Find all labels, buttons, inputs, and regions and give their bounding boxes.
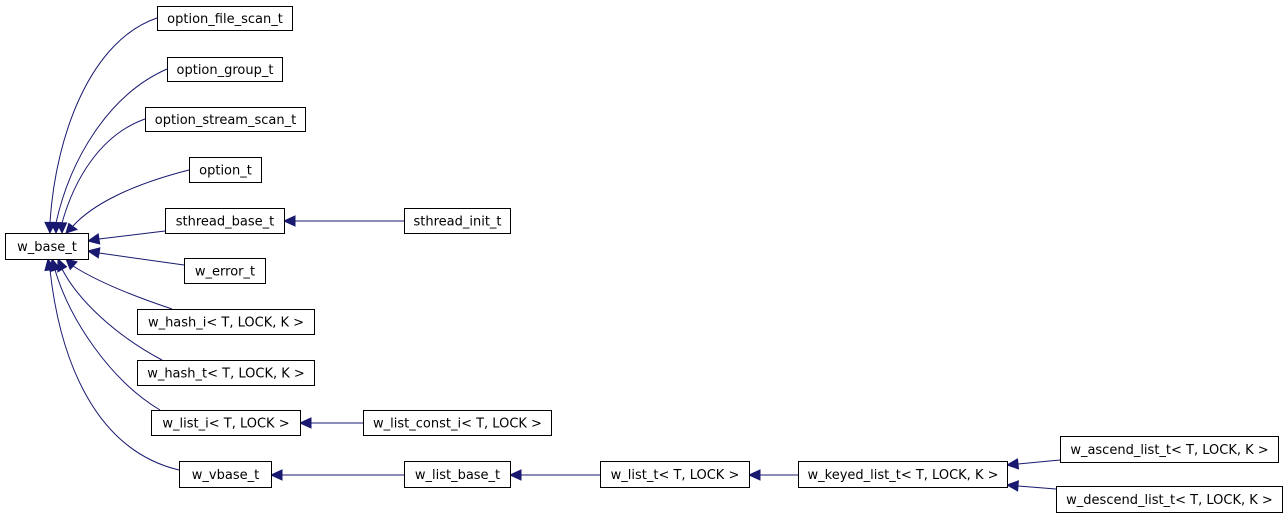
- class-node-label: w_base_t: [17, 240, 77, 255]
- class-node-box[interactable]: [137, 309, 315, 335]
- class-node-option-t[interactable]: option_t: [189, 157, 262, 183]
- inheritance-arrowhead: [269, 469, 283, 481]
- edge-line: [98, 252, 185, 266]
- class-node-box[interactable]: [189, 157, 262, 183]
- edge-line: [49, 17, 158, 223]
- class-node-box[interactable]: [167, 57, 283, 82]
- edge-w_ascend_list_t-to-w_keyed_list_t: [1005, 458, 1061, 470]
- edge-line: [72, 169, 190, 227]
- edge-w_vbase_t-to-w_base_t: [44, 257, 180, 471]
- class-node-label: w_list_t< T, LOCK >: [611, 468, 740, 483]
- edge-option_t-to-w_base_t: [65, 169, 190, 234]
- class-node-label: sthread_init_t: [413, 215, 501, 230]
- class-node-w-hash-t[interactable]: w_hash_t< T, LOCK, K >: [137, 360, 315, 386]
- class-node-box[interactable]: [363, 410, 552, 436]
- inheritance-arrowhead: [747, 469, 761, 481]
- class-node-box[interactable]: [165, 208, 285, 234]
- class-node-label: option_file_scan_t: [167, 12, 283, 27]
- class-node-label: sthread_base_t: [176, 215, 274, 230]
- class-node-box[interactable]: [145, 107, 306, 132]
- class-node-label: w_hash_i< T, LOCK, K >: [148, 316, 304, 331]
- class-node-box[interactable]: [184, 258, 266, 284]
- inheritance-arrowhead: [56, 222, 68, 235]
- edge-line: [54, 269, 161, 411]
- edge-line: [1017, 459, 1061, 465]
- class-node-label: w_ascend_list_t< T, LOCK, K >: [1070, 443, 1268, 458]
- inheritance-arrowhead: [508, 469, 522, 481]
- class-node-w-error-t[interactable]: w_error_t: [184, 258, 266, 284]
- inheritance-arrowhead: [44, 257, 56, 272]
- class-node-w-keyed-list-t[interactable]: w_keyed_list_t< T, LOCK, K >: [798, 461, 1008, 488]
- inheritance-arrowhead: [298, 417, 312, 429]
- class-node-box[interactable]: [151, 410, 301, 436]
- edge-option_group_t-to-w_base_t: [50, 68, 168, 235]
- edge-line: [61, 268, 163, 361]
- edge-w_hash_i-to-w_base_t: [65, 258, 173, 310]
- edge-option_stream_scan_t-to-w_base_t: [56, 118, 146, 235]
- edge-w_keyed_list_t-to-w_list_t: [747, 469, 798, 481]
- class-node-label: w_keyed_list_t< T, LOCK, K >: [808, 468, 999, 483]
- edge-line: [49, 269, 180, 471]
- class-node-w-ascend-list-t[interactable]: w_ascend_list_t< T, LOCK, K >: [1060, 436, 1279, 463]
- class-node-box[interactable]: [404, 208, 511, 234]
- class-node-label: option_stream_scan_t: [155, 113, 296, 128]
- class-node-label: w_vbase_t: [192, 468, 259, 483]
- class-node-w-vbase-t[interactable]: w_vbase_t: [179, 461, 272, 488]
- edge-w_list_t-to-w_list_base_t: [508, 469, 600, 481]
- class-node-w-descend-list-t[interactable]: w_descend_list_t< T, LOCK, K >: [1056, 486, 1283, 513]
- class-node-sthread-init-t[interactable]: sthread_init_t: [404, 208, 511, 234]
- class-node-box[interactable]: [404, 461, 511, 488]
- inheritance-arrowhead: [65, 222, 79, 234]
- class-node-option-file-scan-t[interactable]: option_file_scan_t: [157, 6, 293, 31]
- inheritance-arrowhead: [65, 258, 78, 271]
- class-node-label: option_t: [199, 164, 252, 179]
- edge-w_error_t-to-w_base_t: [86, 247, 185, 266]
- class-node-box[interactable]: [600, 461, 750, 488]
- class-node-label: w_list_base_t: [415, 468, 500, 483]
- class-node-box[interactable]: [798, 461, 1008, 488]
- class-node-box[interactable]: [157, 6, 293, 31]
- edge-line: [98, 230, 166, 240]
- class-node-w-list-const-i[interactable]: w_list_const_i< T, LOCK >: [363, 410, 552, 436]
- class-node-label: w_descend_list_t< T, LOCK, K >: [1066, 493, 1273, 508]
- edges-layer: [44, 17, 1061, 492]
- edge-line: [1017, 485, 1057, 490]
- class-node-w-base-t[interactable]: w_base_t: [5, 233, 89, 260]
- class-node-box[interactable]: [1056, 486, 1283, 513]
- class-node-box[interactable]: [1060, 436, 1279, 463]
- class-node-label: w_error_t: [195, 265, 255, 280]
- nodes-layer: w_base_t option_file_scan_t option_group_t…: [5, 6, 1283, 513]
- class-node-option-group-t[interactable]: option_group_t: [167, 57, 283, 82]
- inheritance-arrowhead: [86, 247, 101, 259]
- edge-w_list_base_t-to-w_vbase_t: [269, 469, 404, 481]
- edge-w_list_const_i-to-w_list_i: [298, 417, 363, 429]
- inheritance-arrowhead: [1005, 458, 1020, 470]
- edge-line: [61, 118, 146, 224]
- class-node-w-list-base-t[interactable]: w_list_base_t: [404, 461, 511, 488]
- class-node-w-hash-i[interactable]: w_hash_i< T, LOCK, K >: [137, 309, 315, 335]
- edge-line: [55, 68, 168, 224]
- class-node-w-list-i[interactable]: w_list_i< T, LOCK >: [151, 410, 301, 436]
- edge-sthread_init_t-to-sthread_base_t: [282, 215, 404, 227]
- inheritance-arrowhead: [282, 215, 296, 227]
- class-node-label: option_group_t: [177, 63, 274, 78]
- class-node-box[interactable]: [137, 360, 315, 386]
- edge-sthread_base_t-to-w_base_t: [86, 230, 166, 245]
- class-node-option-stream-scan-t[interactable]: option_stream_scan_t: [145, 107, 306, 132]
- inheritance-arrowhead: [86, 233, 101, 245]
- class-node-box[interactable]: [5, 233, 89, 260]
- class-node-label: w_hash_t< T, LOCK, K >: [147, 367, 305, 382]
- class-node-label: w_list_i< T, LOCK >: [162, 417, 289, 432]
- class-node-sthread-base-t[interactable]: sthread_base_t: [165, 208, 285, 234]
- inheritance-arrowhead: [1005, 480, 1019, 492]
- class-node-w-list-t[interactable]: w_list_t< T, LOCK >: [600, 461, 750, 488]
- class-node-box[interactable]: [179, 461, 272, 488]
- edge-line: [72, 265, 173, 310]
- class-node-label: w_list_const_i< T, LOCK >: [373, 417, 542, 432]
- edge-w_descend_list_t-to-w_keyed_list_t: [1005, 480, 1057, 492]
